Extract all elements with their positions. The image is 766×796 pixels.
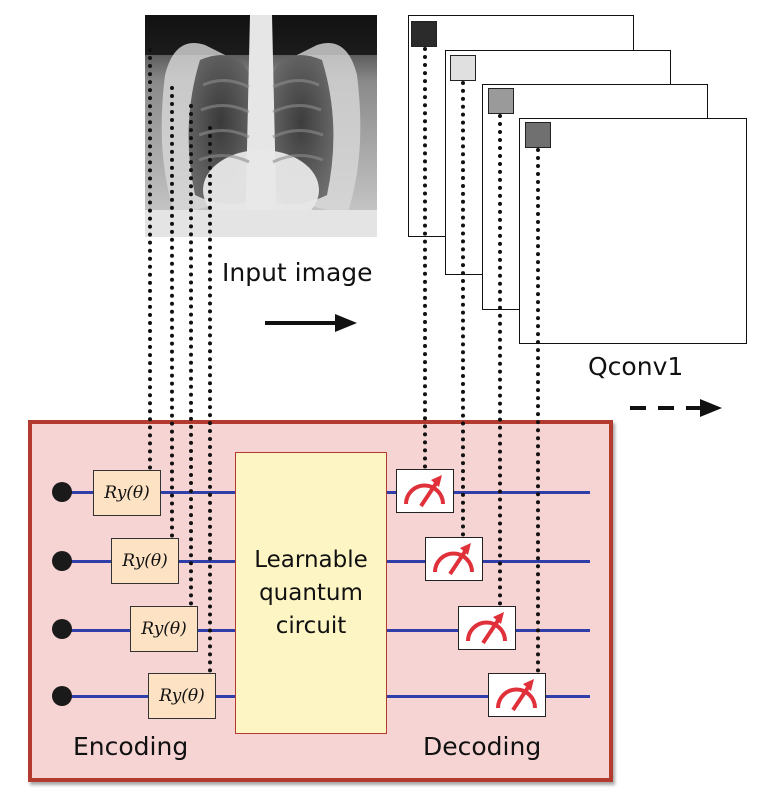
- decoding-label: Decoding: [423, 732, 542, 761]
- feature-patch-1: [411, 21, 437, 47]
- ry-gate-4: Ry(θ): [148, 673, 216, 719]
- feature-patch-4: [525, 122, 551, 148]
- circuit-label-line3: circuit: [275, 612, 347, 639]
- qubit-dot-icon: [52, 686, 72, 706]
- encoding-connector-3: [189, 104, 193, 606]
- measurement-meter-icon: [396, 469, 454, 513]
- feature-patch-3: [488, 88, 514, 114]
- ry-gate-1: Ry(θ): [93, 470, 161, 516]
- measurement-meter-icon: [458, 606, 516, 650]
- encoding-connector-1: [148, 48, 152, 470]
- xray-input-image: [145, 15, 377, 237]
- feature-map-4: [519, 118, 747, 344]
- decoding-connector-4: [536, 148, 540, 673]
- measurement-meter-icon: [425, 537, 483, 581]
- ry-gate-3: Ry(θ): [130, 606, 198, 652]
- ry-gate-2: Ry(θ): [111, 538, 179, 584]
- circuit-label-line1: Learnable: [254, 546, 368, 573]
- qubit-dot-icon: [52, 551, 72, 571]
- encoding-label: Encoding: [73, 732, 189, 761]
- arrow-right-icon: [265, 314, 357, 332]
- decoding-connector-1: [423, 47, 427, 469]
- feature-patch-2: [450, 55, 476, 81]
- circuit-label-line2: quantum: [259, 579, 363, 606]
- qubit-dot-icon: [52, 619, 72, 639]
- qconv-label: Qconv1: [588, 352, 684, 381]
- encoding-connector-4: [208, 126, 212, 673]
- measurement-meter-icon: [488, 673, 546, 717]
- qubit-dot-icon: [52, 482, 72, 502]
- dashed-arrow-right-icon: [630, 399, 722, 417]
- decoding-connector-3: [498, 114, 502, 606]
- input-image-label: Input image: [222, 258, 373, 287]
- decoding-connector-2: [461, 81, 465, 537]
- learnable-circuit-block: Learnable quantum circuit: [235, 452, 387, 734]
- encoding-connector-2: [170, 86, 174, 538]
